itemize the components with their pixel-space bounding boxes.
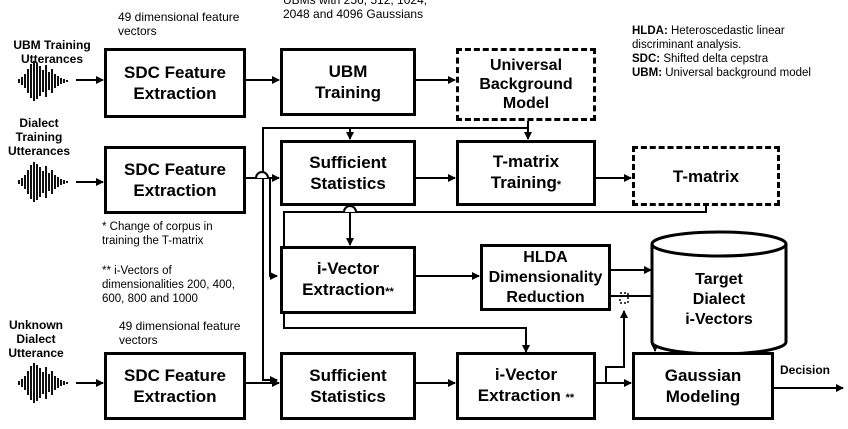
note-corpus-change: * Change of corpus in training the T-mat… <box>102 221 213 247</box>
crossing-hop-1 <box>255 171 269 179</box>
decision-output-label: Decision <box>780 363 831 377</box>
arrow-suffstats-ivector1 <box>269 178 278 280</box>
annotation-ubm-sizes: UBMs with 256, 512, 1024, 2048 and 4096 … <box>283 0 428 21</box>
annotation-feature-dim-bottom: 49 dimensional feature vectors <box>119 319 241 347</box>
annotation-feature-dim-top: 49 dimensional feature vectors <box>118 10 240 38</box>
input-label-dialect-training: Dialect Training Utterances <box>7 116 71 158</box>
definition-hlda: HLDA: Heteroscedastic linear discriminan… <box>632 25 785 51</box>
waveform-icon <box>18 162 68 202</box>
input-label-ubm-training: UBM Training Utterances <box>13 38 91 66</box>
arrow-tmatrix-ivector1 <box>346 206 707 246</box>
arrow-ubm-suffstats2 <box>262 127 528 384</box>
arrow-ivector2-hlda <box>605 310 628 383</box>
arrow-tmatrix-ivector2 <box>283 211 530 353</box>
crossing-hop-2 <box>343 205 357 213</box>
abbreviation-definitions: HLDA: Heteroscedastic linear discriminan… <box>632 24 846 80</box>
note-ivector-dims: ** i-Vectors of dimensionalities 200, 40… <box>102 265 235 305</box>
dotted-junction <box>619 292 629 304</box>
waveform-icon <box>18 61 68 101</box>
definition-ubm: UBM: Universal background model <box>632 67 811 79</box>
arrow-hlda-gaussian <box>611 295 659 352</box>
waveform-icon <box>18 363 68 403</box>
definition-sdc: SDC: Shifted delta cepstra <box>632 53 769 65</box>
input-label-unknown-dialect: Unknown Dialect Utterance <box>8 318 64 360</box>
tmatrix-box: T-matrix <box>632 146 780 206</box>
